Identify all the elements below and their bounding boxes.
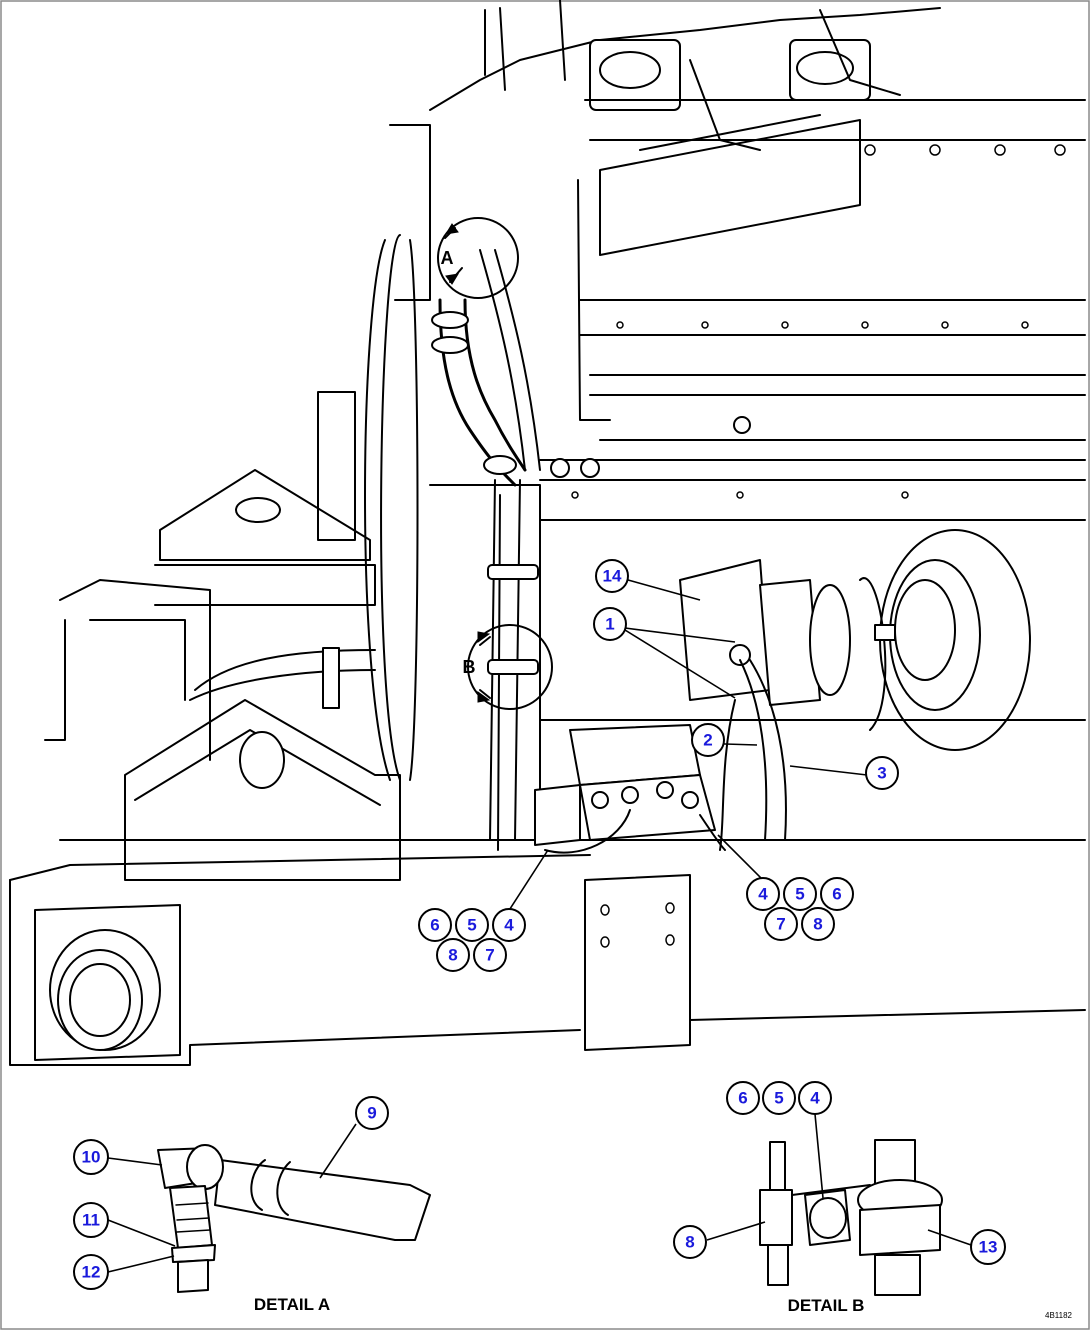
detail-a-illustration	[157, 1144, 431, 1293]
callout-6-right: 6	[820, 877, 854, 911]
svg-text:8: 8	[813, 915, 822, 934]
detail-ref-a: A	[437, 217, 519, 299]
svg-text:12: 12	[82, 1263, 101, 1282]
detail-a-marker: A	[441, 248, 454, 268]
svg-text:1: 1	[605, 615, 614, 634]
callout-6-detail-b: 6	[726, 1081, 760, 1115]
svg-text:5: 5	[467, 916, 476, 935]
svg-text:2: 2	[703, 731, 712, 750]
callout-11: 11	[73, 1202, 109, 1238]
callout-group-left: 6 5 4 8 7	[418, 908, 526, 972]
svg-text:14: 14	[603, 567, 622, 586]
svg-text:3: 3	[877, 764, 886, 783]
detail-ref-b: B	[463, 624, 553, 710]
callout-4-detail-b: 4	[798, 1081, 832, 1115]
starter-motor	[679, 529, 1031, 751]
callout-8-left: 8	[436, 938, 470, 972]
callout-8-detail-b: 8	[673, 1225, 707, 1259]
callout-7-right: 7	[764, 907, 798, 941]
svg-text:5: 5	[795, 885, 804, 904]
engine-upper	[429, 0, 1086, 256]
detail-a-callouts: 9 10 11 12	[73, 1096, 389, 1290]
detail-b-callouts: 6 5 4 8 13	[673, 1081, 1006, 1265]
detail-b-illustration	[759, 1139, 943, 1296]
lift-brackets	[44, 469, 521, 881]
flywheel-housing	[317, 124, 541, 841]
callout-10: 10	[73, 1139, 109, 1175]
frame-rail	[9, 854, 1086, 1066]
svg-text:4: 4	[810, 1089, 820, 1108]
svg-text:11: 11	[82, 1211, 100, 1230]
svg-text:13: 13	[979, 1238, 998, 1257]
detail-b-caption: DETAIL B	[788, 1296, 865, 1315]
callout-12: 12	[73, 1254, 109, 1290]
svg-text:6: 6	[832, 885, 841, 904]
callout-2: 2	[691, 723, 725, 757]
svg-text:4: 4	[504, 916, 514, 935]
callout-3: 3	[865, 756, 899, 790]
callout-14: 14	[595, 559, 629, 593]
callout-group-right: 4 5 6 7 8	[746, 877, 854, 941]
callout-4-right: 4	[746, 877, 780, 911]
svg-text:8: 8	[448, 946, 457, 965]
svg-text:6: 6	[430, 916, 439, 935]
callout-9: 9	[355, 1096, 389, 1130]
detail-a-caption: DETAIL A	[254, 1295, 330, 1314]
engine-side	[539, 179, 1086, 841]
hose-routing	[431, 249, 541, 851]
svg-text:9: 9	[367, 1104, 376, 1123]
svg-text:7: 7	[776, 915, 785, 934]
svg-text:5: 5	[774, 1089, 783, 1108]
leader-lines	[107, 579, 972, 1273]
svg-text:4: 4	[758, 885, 768, 904]
callout-6-left: 6	[418, 908, 452, 942]
callout-4-left: 4	[492, 908, 526, 942]
callout-5-right: 5	[783, 877, 817, 911]
callout-13: 13	[970, 1229, 1006, 1265]
callout-5-left: 5	[455, 908, 489, 942]
svg-text:8: 8	[685, 1233, 694, 1252]
svg-text:10: 10	[82, 1148, 101, 1167]
machine-illustration: A B	[9, 0, 1086, 1066]
reference-code: 4B1182	[1045, 1311, 1073, 1320]
svg-text:6: 6	[738, 1089, 747, 1108]
callout-8-right: 8	[801, 907, 835, 941]
callout-7-left: 7	[473, 938, 507, 972]
callout-5-detail-b: 5	[762, 1081, 796, 1115]
callout-1: 1	[593, 607, 627, 641]
relay-box	[534, 724, 726, 854]
detail-b-marker: B	[463, 657, 476, 677]
svg-text:7: 7	[485, 946, 494, 965]
